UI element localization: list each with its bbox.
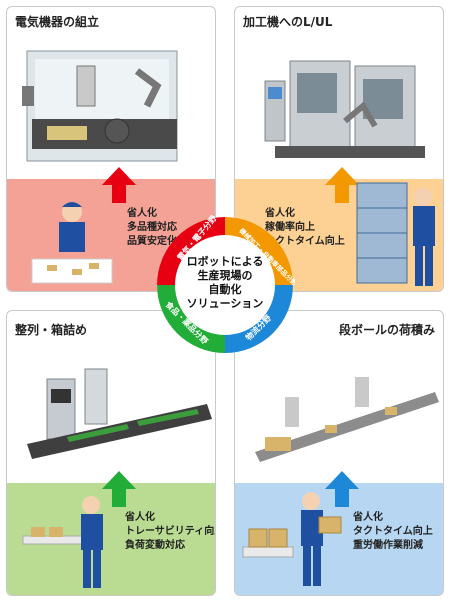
center-line: 自動化 [208, 283, 242, 296]
up-arrow-icon [325, 167, 359, 203]
panel-sorting-packing: 整列・箱詰め 省人化 トレーサビリティ向上 負荷変動対応 [6, 310, 216, 596]
benefit-item: 重労働作業削減 [353, 540, 423, 551]
panel-title: 電気機器の組立 [15, 15, 100, 29]
benefits-list: 省人化 トレーサビリティ向上 負荷変動対応 [125, 511, 216, 553]
benefit-item: 負荷変動対応 [125, 540, 185, 551]
benefit-item: 稼働率向上 [265, 222, 315, 233]
benefits-list: 省人化 多品種対応 品質安定化 [127, 207, 177, 249]
center-line: ロボットによる [186, 255, 264, 268]
worker-with-boxes-illustration [242, 492, 342, 586]
benefit-item: タクトタイム向上 [265, 236, 345, 247]
benefits-list: 省人化 タクトタイム向上 重労働作業削減 [353, 511, 433, 553]
center-line: ソリューション [186, 297, 264, 310]
up-arrow-icon [325, 471, 359, 507]
benefit-item: タクトタイム向上 [353, 526, 433, 537]
panel-title: 加工機へのL/UL [243, 15, 333, 29]
panel-carton-loading: 段ボールの荷積み 省人化 タクトタイム向上 重労働作業削減 [234, 310, 444, 596]
benefit-item: トレーサビリティ向上 [125, 526, 216, 537]
up-arrow-icon [102, 167, 136, 203]
worker-with-rack-illustration [356, 182, 435, 286]
panel-title: 整列・箱詰め [15, 323, 88, 337]
center-solution-text: ロボットによる 生産現場の 自動化 ソリューション [185, 255, 265, 311]
worker-illustration [31, 202, 113, 284]
benefits-list: 省人化 稼働率向上 タクトタイム向上 [265, 207, 345, 249]
benefit-item: 省人化 [353, 512, 383, 523]
packing-line-illustration [27, 368, 212, 459]
benefit-item: 多品種対応 [127, 222, 177, 233]
solution-ring: 電気・電子分野 機械加工・自動車部品分野 食品・薬品分野 物流分野 [157, 215, 295, 353]
center-line: 生産現場の [197, 269, 253, 282]
benefit-item: 省人化 [265, 208, 295, 219]
panel-title: 段ボールの荷積み [338, 323, 435, 337]
assembly-cell-illustration [22, 50, 178, 162]
up-arrow-icon [102, 471, 136, 507]
benefit-item: 品質安定化 [127, 236, 177, 247]
palletizing-line-illustration [255, 377, 439, 462]
benefit-item: 省人化 [127, 208, 157, 219]
worker-packing-illustration [22, 496, 103, 588]
machining-cell-illustration [264, 60, 425, 158]
benefit-item: 省人化 [125, 512, 155, 523]
panel-electrical-assembly: 電気機器の組立 省人化 多品種対応 品質安定化 [6, 6, 216, 292]
